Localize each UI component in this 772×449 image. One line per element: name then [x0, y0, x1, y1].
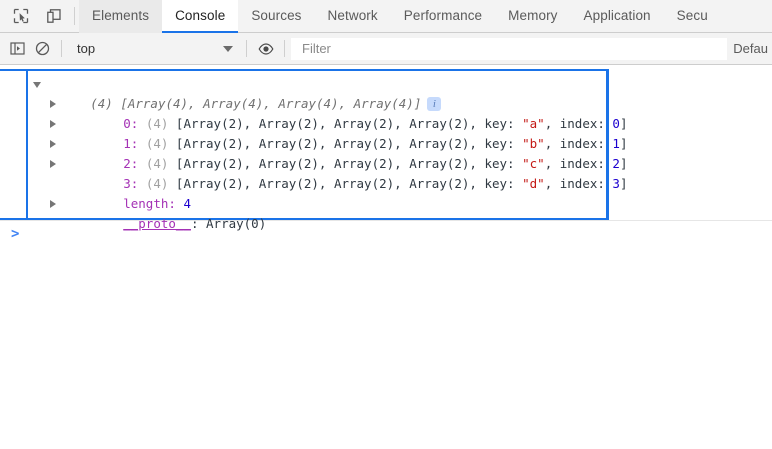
array-length-value: 4 — [183, 196, 191, 211]
array-row-1-index: 1: — [123, 136, 139, 151]
disclosure-triangle-icon[interactable] — [50, 140, 56, 148]
array-row-2-key-value: "c" — [522, 156, 545, 171]
array-row-0[interactable]: 0: (4) [Array(2), Array(2), Array(2), Ar… — [0, 94, 627, 131]
disclosure-triangle-icon[interactable] — [50, 200, 56, 208]
tab-memory[interactable]: Memory — [495, 0, 570, 33]
tab-security-label: Secu — [676, 8, 708, 23]
devtools-tabbar: Elements Console Sources Network Perform… — [0, 0, 772, 33]
array-row-0-key-label: key: — [484, 116, 523, 131]
array-row-2-close: ] — [619, 156, 628, 171]
array-length-label: length: — [123, 196, 176, 211]
device-toolbar-icon[interactable] — [41, 3, 67, 29]
array-proto-value: Array(0) — [206, 216, 267, 231]
array-row-1-key-value: "b" — [522, 136, 545, 151]
array-row-0-key-value: "a" — [522, 116, 545, 131]
execution-context-select[interactable]: top — [68, 37, 240, 61]
array-row-0-count-value: (4) — [145, 116, 169, 131]
inspect-element-icon[interactable] — [8, 3, 34, 29]
console-filter-bar: top Filter Defau — [0, 33, 772, 65]
array-row-0-index: 0: — [123, 116, 139, 131]
console-log-entry-array[interactable]: (4) [Array(4), Array(4), Array(4), Array… — [0, 69, 627, 231]
console-filter-placeholder: Filter — [302, 41, 331, 56]
array-proto-sep: : — [190, 216, 207, 231]
header-preview: [Array(4), Array(4), Array(4), Array(4)] — [112, 96, 422, 111]
header-count: (4) — [90, 96, 113, 111]
disclosure-triangle-icon[interactable] — [50, 120, 56, 128]
array-row-2-index-label: , index: — [544, 156, 613, 171]
tab-console-label: Console — [175, 8, 226, 23]
array-row-2-count-value: (4) — [145, 156, 169, 171]
tab-sources[interactable]: Sources — [238, 0, 314, 33]
chevron-down-icon — [223, 45, 233, 52]
tab-application[interactable]: Application — [571, 0, 664, 33]
log-entry-separator — [0, 220, 772, 221]
array-row-3-index-value: 3 — [612, 176, 620, 191]
array-row-2[interactable]: 2: (4) [Array(2), Array(2), Array(2), Ar… — [0, 134, 627, 171]
devtools-toolbar-icons — [0, 0, 72, 32]
filterbar-divider-1 — [61, 40, 62, 57]
filterbar-divider-3 — [284, 40, 285, 57]
tab-security[interactable]: Secu — [664, 0, 721, 33]
console-filter-input[interactable]: Filter — [291, 37, 728, 60]
clear-console-icon[interactable] — [30, 37, 55, 61]
array-row-1-key-label: key: — [484, 136, 523, 151]
log-levels-dropdown[interactable]: Defau — [733, 41, 772, 56]
console-prompt-row[interactable]: > — [0, 221, 772, 248]
disclosure-triangle-icon[interactable] — [50, 100, 56, 108]
tab-application-label: Application — [583, 8, 651, 23]
array-row-3-count-value: (4) — [145, 176, 169, 191]
disclosure-triangle-icon[interactable] — [50, 160, 56, 168]
array-row-2-index: 2: — [123, 156, 139, 171]
disclosure-triangle-open-icon[interactable] — [33, 82, 41, 88]
array-row-3-close: ] — [619, 176, 628, 191]
tab-network[interactable]: Network — [315, 0, 391, 33]
array-row-3-key-label: key: — [484, 176, 523, 191]
array-proto-label[interactable]: __proto__ — [123, 216, 191, 231]
tab-elements-label: Elements — [92, 8, 150, 23]
console-log-group: (4) [Array(4), Array(4), Array(4), Array… — [0, 69, 772, 231]
array-row-3[interactable]: 3: (4) [Array(2), Array(2), Array(2), Ar… — [0, 154, 627, 191]
execution-context-value: top — [77, 41, 96, 56]
array-row-2-key-label: key: — [484, 156, 523, 171]
filterbar-divider-2 — [246, 40, 247, 57]
tab-performance[interactable]: Performance — [391, 0, 495, 33]
log-levels-label: Defau — [733, 41, 768, 56]
log-entry-header[interactable]: (4) [Array(4), Array(4), Array(4), Array… — [0, 74, 606, 111]
prompt-chevron-icon: > — [11, 226, 20, 242]
console-message-area[interactable]: (4) [Array(4), Array(4), Array(4), Array… — [0, 65, 772, 449]
devtools-tab-list: Elements Console Sources Network Perform… — [79, 0, 772, 33]
console-sidebar-toggle-icon[interactable] — [5, 37, 30, 61]
array-row-3-index-label: , index: — [544, 176, 613, 191]
tab-console[interactable]: Console — [162, 0, 239, 33]
array-row-3-arrays: [Array(2), Array(2), Array(2), Array(2), — [168, 176, 485, 191]
array-row-1-close: ] — [619, 136, 628, 151]
array-row-1-index-value: 1 — [612, 136, 620, 151]
array-row-0-index-label: , index: — [544, 116, 613, 131]
array-row-3-key-value: "d" — [522, 176, 545, 191]
array-row-0-close: ] — [619, 116, 628, 131]
array-row-0-arrays: [Array(2), Array(2), Array(2), Array(2), — [168, 116, 485, 131]
info-badge-icon[interactable]: i — [427, 97, 442, 111]
array-row-0-index-value: 0 — [612, 116, 620, 131]
array-row-1[interactable]: 1: (4) [Array(2), Array(2), Array(2), Ar… — [0, 114, 627, 151]
array-proto-row[interactable]: __proto__: Array(0) — [0, 194, 606, 231]
toolbar-divider — [74, 7, 75, 25]
array-row-1-index-label: , index: — [544, 136, 613, 151]
array-row-2-index-value: 2 — [612, 156, 620, 171]
array-row-2-arrays: [Array(2), Array(2), Array(2), Array(2), — [168, 156, 485, 171]
tab-sources-label: Sources — [251, 8, 302, 23]
tab-performance-label: Performance — [403, 8, 483, 23]
tab-elements[interactable]: Elements — [79, 0, 163, 33]
array-row-1-arrays: [Array(2), Array(2), Array(2), Array(2), — [168, 136, 485, 151]
live-expression-eye-icon[interactable] — [253, 37, 278, 61]
array-length-row: length: 4 — [0, 174, 606, 211]
tab-memory-label: Memory — [508, 8, 558, 23]
array-row-1-count-value: (4) — [145, 136, 169, 151]
tab-network-label: Network — [327, 8, 378, 23]
array-row-3-index: 3: — [123, 176, 139, 191]
